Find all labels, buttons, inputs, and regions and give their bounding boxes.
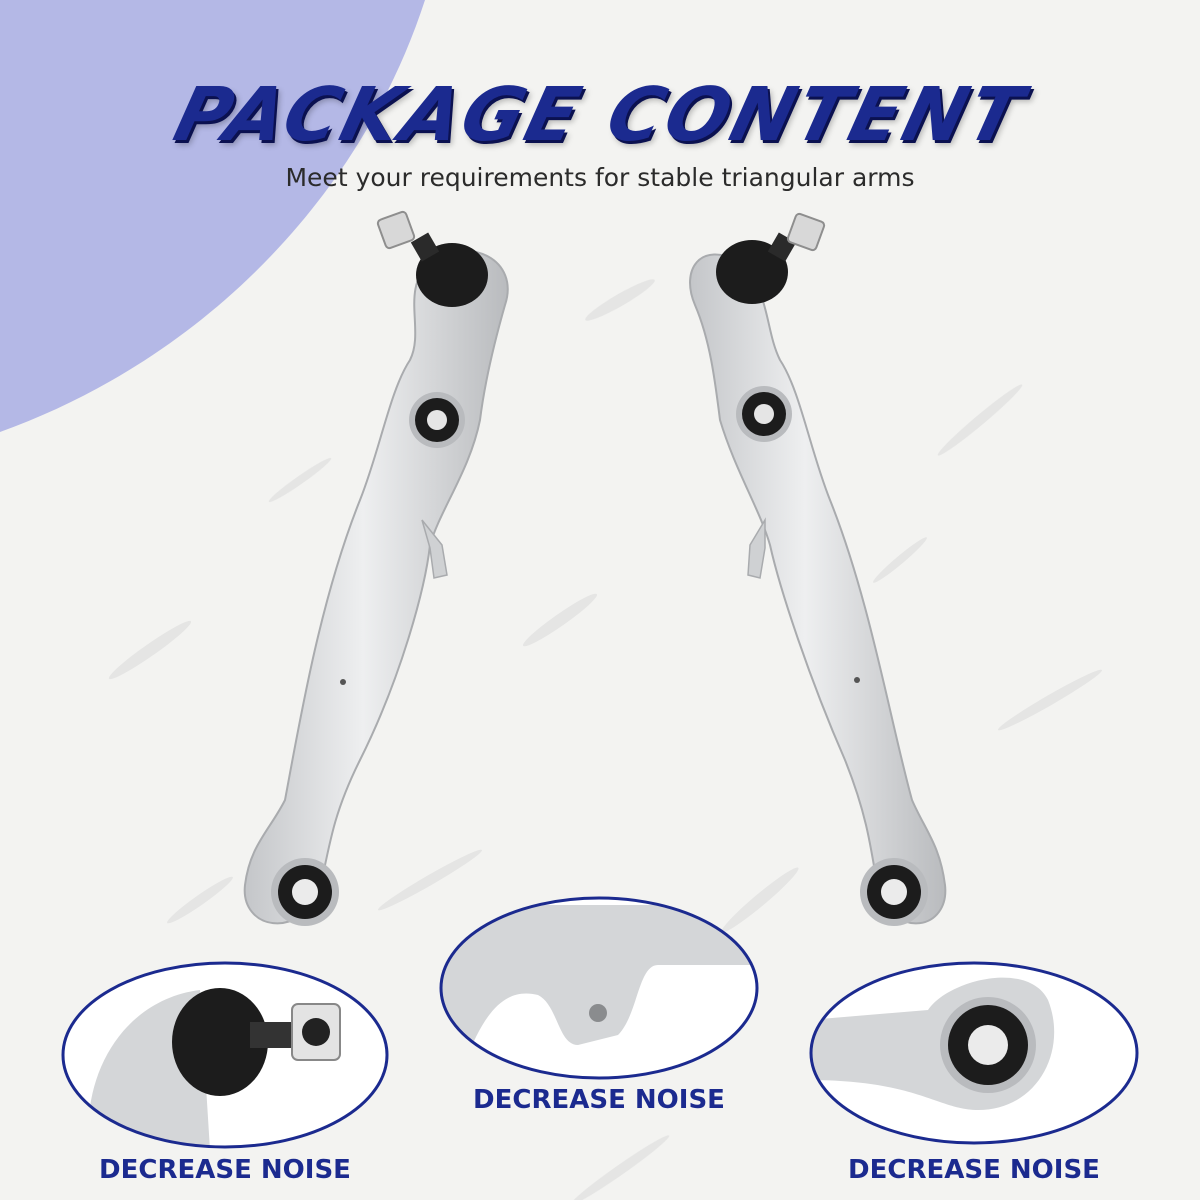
control-arm-right <box>689 212 947 926</box>
callout-label-right: DECREASE NOISE <box>848 1155 1100 1185</box>
callout-label-left: DECREASE NOISE <box>99 1155 351 1185</box>
page-subtitle: Meet your requirements for stable triang… <box>285 163 915 192</box>
callout-label-center: DECREASE NOISE <box>473 1085 725 1115</box>
callout-ball-joint <box>61 961 389 1149</box>
callout-bracket <box>439 896 759 1080</box>
callout-bushing <box>809 961 1139 1145</box>
control-arm-left <box>243 210 509 926</box>
